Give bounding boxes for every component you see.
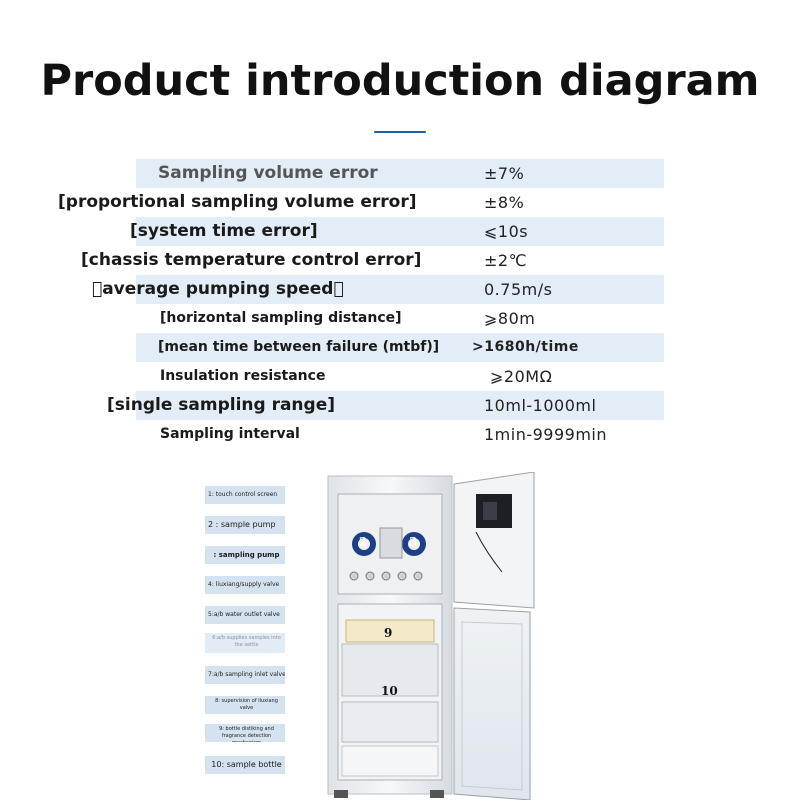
spec-label: [single sampling range] — [107, 395, 336, 415]
legend-item: 6:a/b supplies samples into the settle — [205, 633, 285, 653]
spec-label: Insulation resistance — [160, 368, 326, 384]
spec-label: Sampling volume error — [158, 163, 378, 183]
spec-row: [mean time between failure (mtbf)] >1680… — [40, 333, 760, 362]
spec-row: [chassis temperature control error] ±2℃ — [40, 246, 760, 275]
spec-row:  average pumping speed  0.75m/s — [40, 275, 760, 304]
spec-value: ⩾80m — [484, 309, 536, 328]
legend-item: 7:a/b sampling inlet valve — [205, 666, 285, 684]
spec-row: [single sampling range] 10ml-1000ml — [40, 391, 760, 420]
spec-row: [system time error] ⩽10s — [40, 217, 760, 246]
spec-value: 1min-9999min — [484, 425, 608, 444]
pump-number-label: 3 — [409, 535, 418, 549]
spec-value: >1680h/time — [472, 339, 579, 355]
legend-item: 4: liuxiang/supply valve — [205, 576, 285, 594]
cabinet-drawing — [327, 471, 535, 801]
legend-item: 9: bottle distiking and fragrance detect… — [205, 724, 285, 742]
tray-number-label: 9 — [384, 626, 393, 640]
legend-item: 5:a/b water outlet valve — [205, 606, 285, 624]
spec-label: Sampling interval — [160, 426, 300, 442]
spec-label: [proportional sampling volume error] — [58, 192, 417, 212]
spec-label: [horizontal sampling distance] — [160, 310, 402, 326]
spec-row: Sampling interval 1min-9999min — [40, 420, 760, 449]
spec-label:  average pumping speed  — [92, 279, 344, 299]
legend-item: : sampling pump — [205, 546, 285, 564]
bottle-number-label: 10 — [381, 684, 398, 698]
sampler-cabinet-illustration: 2 3 9 10 — [326, 471, 538, 801]
page-title: Product introduction diagram — [40, 56, 760, 106]
spec-value: 10ml-1000ml — [484, 396, 597, 415]
legend-item: 10: sample bottle — [205, 756, 285, 774]
spec-value: ±8% — [484, 193, 525, 212]
spec-row: [proportional sampling volume error] ±8% — [40, 188, 760, 217]
legend-item: 8: supervision of liuxiang valve — [205, 696, 285, 714]
pump-number-label: 2 — [359, 535, 368, 549]
spec-value: ±2℃ — [484, 251, 528, 270]
title-underline — [374, 131, 426, 133]
spec-label: [system time error] — [130, 221, 318, 241]
spec-row: [horizontal sampling distance] ⩾80m — [40, 304, 760, 333]
spec-label: [mean time between failure (mtbf)] — [158, 339, 440, 355]
legend-item: 1: touch control screen — [205, 486, 285, 504]
spec-value: ±7% — [484, 164, 525, 183]
legend-item: 2 : sample pump — [205, 516, 285, 534]
spec-value: ⩽10s — [484, 222, 529, 241]
spec-row: Sampling volume error ±7% — [40, 159, 760, 188]
spec-row: Insulation resistance ⩾20MΩ — [40, 362, 760, 391]
spec-value: 0.75m/s — [484, 280, 553, 299]
spec-label: [chassis temperature control error] — [81, 250, 422, 270]
spec-value: ⩾20MΩ — [490, 367, 553, 386]
